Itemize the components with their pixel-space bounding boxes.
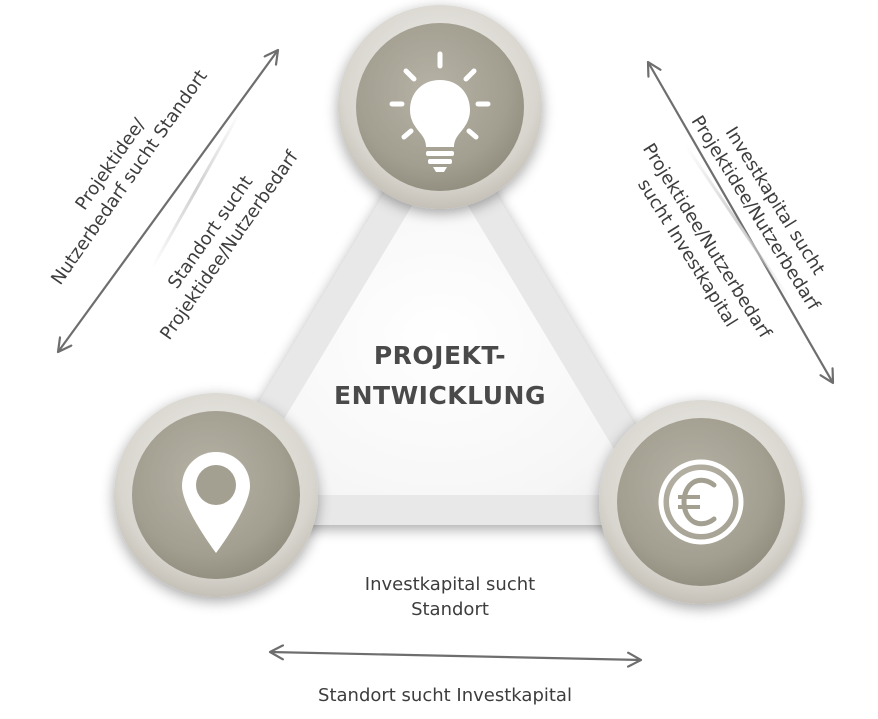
label-bottom-below: Standort sucht Investkapital bbox=[280, 684, 610, 707]
lightbulb-icon bbox=[389, 51, 491, 172]
center-title-line2: ENTWICKLUNG bbox=[334, 381, 546, 410]
arrow-left bbox=[58, 50, 278, 352]
label-bottom-below-line1: Standort sucht Investkapital bbox=[318, 685, 572, 706]
separator-right bbox=[684, 145, 792, 301]
center-triangle bbox=[197, 115, 683, 525]
label-bottom-top-line2: Standort bbox=[411, 599, 489, 620]
arrow-bottom bbox=[270, 652, 641, 660]
separator-left bbox=[150, 111, 242, 269]
center-title: PROJEKT- ENTWICKLUNG bbox=[290, 336, 590, 416]
arrow-right bbox=[648, 62, 833, 383]
location-pin-icon bbox=[182, 452, 250, 553]
label-bottom-top: Investkapital sucht Standort bbox=[320, 572, 580, 622]
label-bottom-top-line1: Investkapital sucht bbox=[364, 574, 536, 595]
center-title-line1: PROJEKT- bbox=[373, 341, 507, 370]
euro-coin-icon bbox=[658, 459, 744, 545]
